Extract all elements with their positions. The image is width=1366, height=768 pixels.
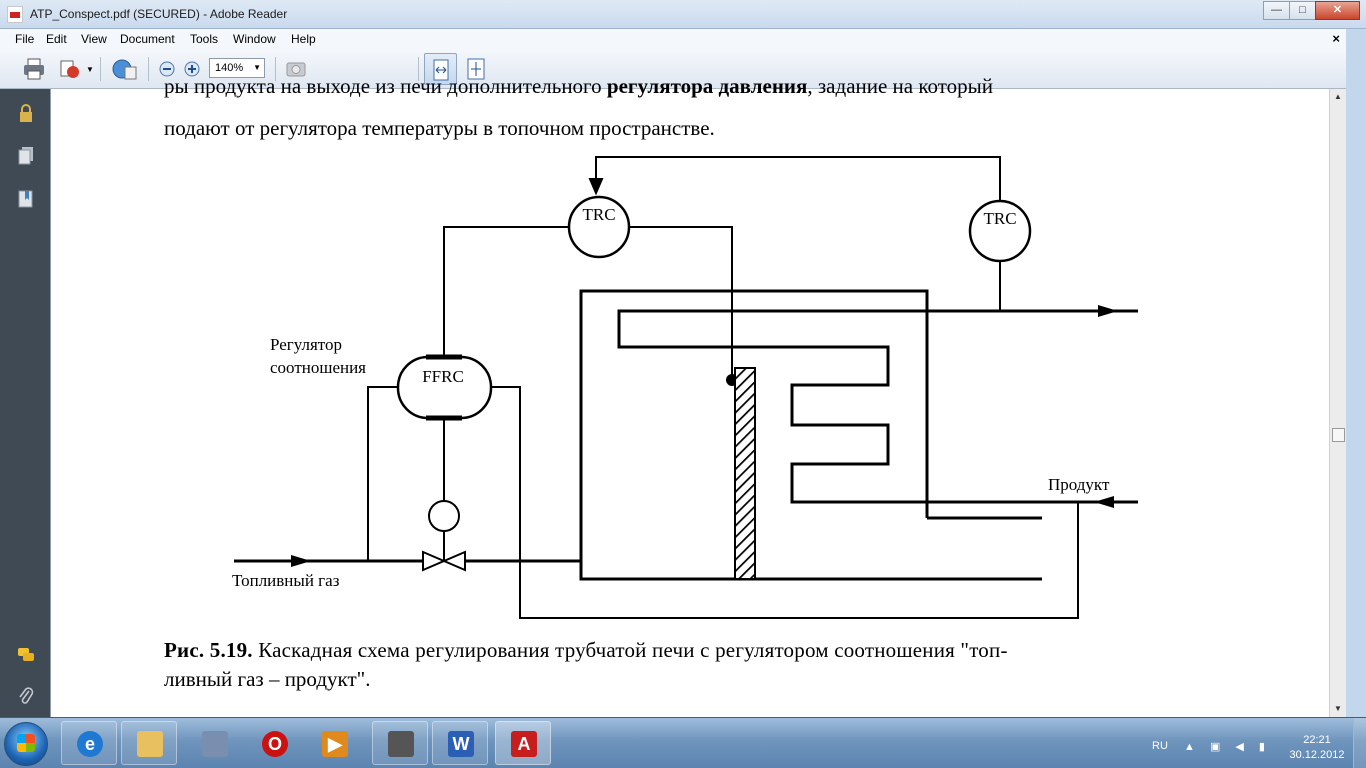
taskbar-word[interactable]: W	[432, 721, 488, 765]
taskbar-ie[interactable]: e	[61, 721, 117, 765]
text-line: подают от регулятора температуры в топоч…	[164, 116, 715, 140]
ffrc-left-link	[367, 386, 398, 561]
menu-view[interactable]: View	[81, 32, 107, 46]
share-icon[interactable]	[58, 57, 82, 81]
scroll-down-icon[interactable]: ▼	[1334, 704, 1342, 713]
taskbar-media[interactable]: ▶	[306, 721, 362, 765]
window-frame-right	[1346, 29, 1366, 717]
figure-caption-line2: ливный газ – продукт".	[164, 667, 371, 691]
scroll-up-icon[interactable]: ▲	[1334, 92, 1342, 101]
title-bar: ATP_Conspect.pdf (SECURED) - Adobe Reade…	[0, 0, 1366, 29]
trc-sensor-line	[629, 226, 733, 380]
window-title: ATP_Conspect.pdf (SECURED) - Adobe Reade…	[30, 7, 288, 21]
text-line-partial: ры продукта на выходе из печи дополнител…	[164, 74, 993, 98]
menu-bar: File Edit View Document Tools Window Hel…	[0, 29, 1354, 49]
tray-icons[interactable]: ▲ ▣ ◀ ▮	[1184, 741, 1271, 753]
vertical-scrollbar[interactable]: ▲ ▼	[1329, 89, 1346, 717]
navigation-panel	[0, 89, 50, 717]
menu-edit[interactable]: Edit	[46, 32, 67, 46]
clock-date[interactable]: 30.12.2012	[1289, 749, 1345, 761]
fit-width-icon	[433, 59, 449, 81]
fuel-gas-label: Топливный газ	[232, 571, 340, 590]
inlet-arrow	[1094, 496, 1114, 508]
word-icon: W	[448, 731, 474, 757]
fit-page-icon[interactable]	[466, 57, 486, 81]
snapshot-icon[interactable]	[284, 57, 308, 81]
zoom-in-icon[interactable]	[183, 57, 201, 81]
ffrc-right-link	[491, 386, 1079, 619]
taskbar-explorer[interactable]	[121, 721, 177, 765]
system-tray: RU ▲ ▣ ◀ ▮ 22:21 30.12.2012	[1140, 718, 1366, 768]
pages-icon[interactable]	[17, 146, 35, 166]
close-button[interactable]: ✕	[1315, 1, 1360, 20]
valve-actuator	[428, 500, 460, 532]
trc-right-label: TRC	[983, 209, 1017, 228]
language-indicator[interactable]: RU	[1152, 740, 1168, 752]
menu-window[interactable]: Window	[233, 32, 276, 46]
collaborate-icon[interactable]	[110, 57, 138, 81]
minimize-button[interactable]: —	[1263, 1, 1290, 20]
menu-help[interactable]: Help	[291, 32, 316, 46]
taskbar-opera[interactable]: O	[246, 721, 302, 765]
folder-icon	[137, 731, 163, 757]
taskbar-tool[interactable]	[186, 721, 242, 765]
trc-left-label: TRC	[582, 205, 616, 224]
cascade-control-diagram	[234, 156, 1138, 619]
zoom-dropdown-icon[interactable]: ▼	[253, 63, 261, 72]
zoom-input[interactable]: 140% ▼	[209, 58, 265, 78]
maximize-button[interactable]: □	[1289, 1, 1316, 20]
zoom-value: 140%	[215, 62, 244, 74]
furnace-wall	[579, 289, 1042, 581]
trc-left-circle	[567, 195, 631, 259]
taskbar: e O ▶ W A RU ▲ ▣ ◀ ▮ 22:21 30.12.2012	[0, 717, 1366, 768]
coil	[617, 309, 1138, 504]
menu-document[interactable]: Document	[120, 32, 175, 46]
product-label: Продукт	[1048, 475, 1110, 494]
lock-icon[interactable]	[17, 103, 35, 123]
show-desktop-button[interactable]	[1353, 718, 1366, 768]
ie-icon: e	[77, 731, 103, 757]
share-dropdown-icon[interactable]: ▼	[86, 65, 94, 74]
attachment-icon[interactable]	[17, 686, 35, 706]
adobe-reader-icon: A	[511, 731, 537, 757]
document-view[interactable]: ры продукта на выходе из печи дополнител…	[50, 74, 1329, 717]
opera-icon: O	[262, 731, 288, 757]
zoom-out-icon[interactable]	[158, 57, 176, 81]
media-player-icon: ▶	[322, 731, 348, 757]
ffrc-label: FFRC	[422, 367, 464, 386]
trc-to-ffrc-line	[443, 226, 568, 357]
pdf-app-icon	[7, 6, 23, 23]
menu-file[interactable]: File	[15, 32, 35, 46]
taskbar-adobe-reader[interactable]: A	[495, 721, 551, 765]
comments-icon[interactable]	[17, 645, 35, 665]
scroll-thumb[interactable]	[1332, 428, 1345, 442]
print-icon[interactable]	[22, 57, 46, 81]
ratio-regulator-label-2: соотношения	[270, 358, 366, 377]
fuel-arrow	[291, 555, 311, 567]
fit-width-button[interactable]	[424, 53, 457, 85]
tool-icon	[202, 731, 228, 757]
scanner-icon	[388, 731, 414, 757]
ratio-regulator-label-1: Регулятор	[270, 335, 343, 354]
start-button[interactable]	[4, 722, 48, 766]
hatched-partition	[734, 367, 756, 580]
toolbar: ▼ 140% ▼	[0, 49, 1354, 89]
figure-caption: Рис. 5.19. Каскадная схема регулирования…	[164, 638, 1008, 662]
clock-time[interactable]: 22:21	[1303, 734, 1331, 746]
taskbar-scanner[interactable]	[372, 721, 428, 765]
document-close-icon[interactable]: ×	[1332, 31, 1340, 46]
feedback-arrow	[588, 178, 604, 196]
feedback-line	[595, 156, 1001, 246]
menu-tools[interactable]: Tools	[190, 32, 219, 46]
outlet-arrow	[1098, 305, 1118, 317]
bookmarks-icon[interactable]	[17, 189, 35, 209]
